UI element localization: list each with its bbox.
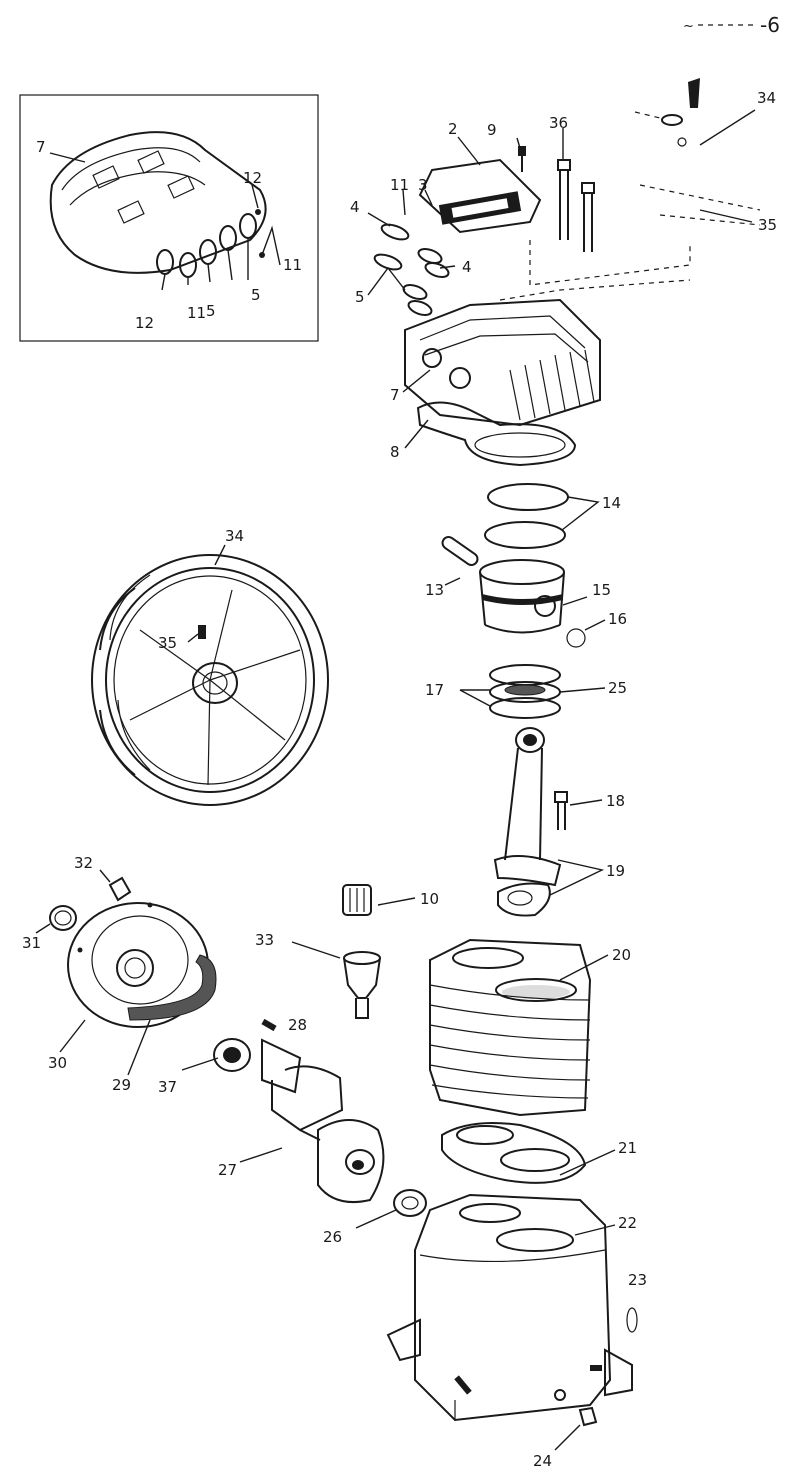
crank-key [261, 1018, 277, 1032]
breather-cap [343, 951, 381, 1019]
head-gasket [416, 401, 577, 467]
head-label-2: 2 [448, 120, 458, 138]
flywheel-spokes [129, 589, 301, 786]
flywheel-hub [192, 662, 238, 704]
flywheel: 34 35 [91, 527, 329, 806]
piston-ring-top [487, 483, 569, 511]
cylinder-gasket [441, 1121, 587, 1184]
piston-label-19: 19 [606, 862, 625, 880]
crank-label-37: 37 [158, 1078, 177, 1096]
sight-gauge [626, 1307, 638, 1333]
wrist-pin [441, 535, 479, 567]
cylinder-crankcase: 20 21 22 23 24 [386, 938, 647, 1470]
cylinder-head-assembly: 2 9 36 34 35 4 11 3 4 5 7 8 [350, 78, 777, 467]
head-label-11: 11 [390, 176, 409, 194]
main-bearing-left [213, 1038, 251, 1072]
piston-label-18: 18 [606, 792, 625, 810]
head-label-4a: 4 [350, 198, 360, 216]
needle-bearing [342, 884, 372, 916]
head-fins [509, 349, 595, 421]
crankcase-foot-right [604, 1348, 633, 1397]
inset-label-11b: 11 [187, 304, 206, 322]
bearing-gasket [127, 954, 217, 1021]
head-label-9: 9 [487, 121, 497, 139]
cylinder-head [404, 298, 601, 427]
inset-reed-valves [92, 150, 195, 224]
cylinder-label-24: 24 [533, 1452, 552, 1470]
inset-label-5a: 5 [206, 302, 216, 320]
inset-valve-plate [49, 131, 267, 274]
crank-label-26: 26 [323, 1228, 342, 1246]
piston-circlip [566, 628, 586, 648]
crank-label-27: 27 [218, 1161, 237, 1179]
figure-id-text: -6 [760, 13, 780, 37]
bearing-label-30: 30 [48, 1054, 67, 1072]
cylinder-label-23: 23 [628, 1271, 647, 1289]
piston-label-14: 14 [602, 494, 621, 512]
piston-ring-bottom [484, 521, 566, 549]
piston-label-13: 13 [425, 581, 444, 599]
flywheel-label-34: 34 [225, 527, 244, 545]
rod-bolt [554, 791, 568, 830]
inset-label-12: 12 [243, 169, 262, 187]
crank-label-28: 28 [288, 1016, 307, 1034]
inset-label-5b: 5 [251, 286, 261, 304]
bearing-label-31: 31 [22, 934, 41, 952]
oil-seal [49, 905, 77, 931]
piston-label-15: 15 [592, 581, 611, 599]
piston-label-25: 25 [608, 679, 627, 697]
flywheel-label-35: 35 [158, 634, 177, 652]
lower-piston-rings [489, 664, 561, 719]
svg-text:~: ~ [683, 19, 694, 34]
crank-label-33: 33 [255, 931, 274, 949]
bearing-label-32: 32 [74, 854, 93, 872]
crank-label-10: 10 [420, 890, 439, 908]
crankcase [386, 1193, 638, 1422]
cylinder-block [429, 938, 592, 1117]
cylinder-label-20: 20 [612, 946, 631, 964]
inset-label-7: 7 [36, 138, 46, 156]
inset-label-12b: 12 [135, 314, 154, 332]
crankcase-foot-left [386, 1318, 421, 1362]
inset-frame [19, 94, 319, 342]
drain-plug [578, 1406, 598, 1427]
flywheel-set-screw [198, 625, 206, 639]
head-cover [418, 158, 542, 234]
head-label-5: 5 [355, 288, 365, 306]
cylinder-fins [429, 984, 591, 1099]
cylinder-label-22: 22 [618, 1214, 637, 1232]
top-right-fittings [634, 78, 761, 226]
head-label-34: 34 [757, 89, 776, 107]
connecting-rod [493, 727, 562, 917]
cylinder-label-21: 21 [618, 1139, 637, 1157]
head-label-7: 7 [390, 386, 400, 404]
flywheel-rim-outer [91, 554, 329, 806]
piston-assembly: 14 13 15 16 17 25 18 19 [425, 483, 627, 917]
head-label-3: 3 [418, 176, 428, 194]
head-label-36: 36 [549, 114, 568, 132]
reed-valves [373, 223, 450, 316]
main-bearing-right [393, 1189, 427, 1217]
figure-id: ~ -6 [683, 13, 780, 37]
piston [479, 559, 565, 634]
head-port-left [422, 348, 442, 368]
inset-valve-keepers [156, 213, 257, 278]
head-label-4b: 4 [462, 258, 472, 276]
piston-label-17: 17 [425, 681, 444, 699]
head-label-8: 8 [390, 443, 400, 461]
bearing-carrier: 32 31 30 29 [22, 854, 217, 1094]
head-label-35: 35 [758, 216, 777, 234]
head-bolts [518, 146, 595, 252]
crankshaft [261, 1038, 385, 1204]
oil-plug [108, 876, 132, 902]
inset-valve-detail: 7 12 11 5 5 11 12 [19, 94, 319, 342]
piston-label-16: 16 [608, 610, 627, 628]
inset-label-11: 11 [283, 256, 302, 274]
crankshaft-group: 10 33 28 37 27 26 [158, 884, 439, 1246]
bearing-label-29: 29 [112, 1076, 131, 1094]
head-port-right [449, 367, 471, 389]
